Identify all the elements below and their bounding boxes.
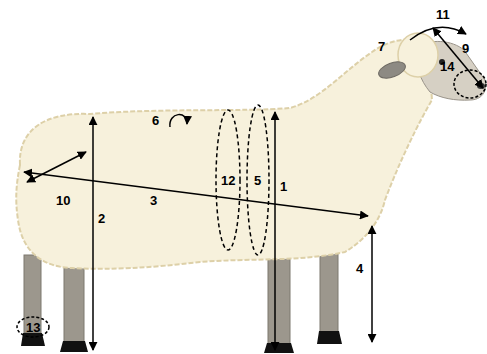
callout-number: 14 xyxy=(440,60,454,73)
callout-number: 10 xyxy=(56,194,70,207)
callout-number: 2 xyxy=(98,212,105,225)
callout-number: 13 xyxy=(26,321,40,334)
callout-number: 6 xyxy=(152,114,159,127)
callout-number: 1 xyxy=(280,180,287,193)
callout-number: 9 xyxy=(462,42,469,55)
callout-number: 12 xyxy=(221,174,235,187)
callout-number: 5 xyxy=(254,174,261,187)
measurement-lines xyxy=(17,27,486,350)
hooves xyxy=(21,331,342,353)
sheep-ear xyxy=(376,59,407,82)
callout-number: 4 xyxy=(356,262,363,275)
callout-number: 3 xyxy=(150,194,157,207)
sheep-body xyxy=(16,39,432,269)
callout-number: 11 xyxy=(436,8,450,21)
callout-number: 7 xyxy=(378,40,385,53)
